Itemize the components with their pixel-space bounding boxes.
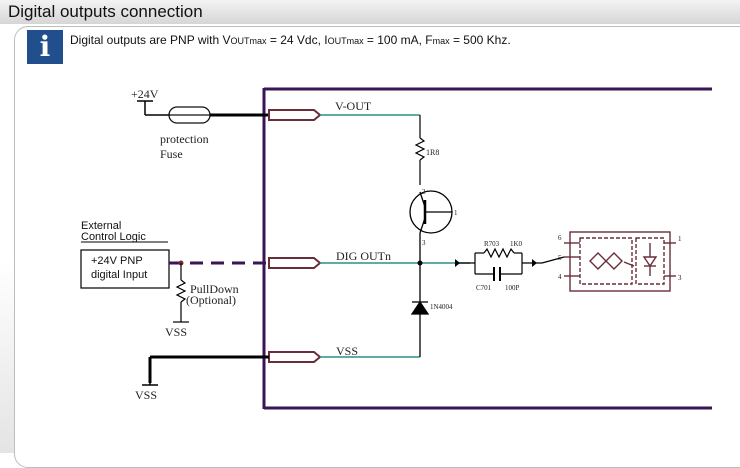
optocoupler (564, 231, 676, 292)
vss-connector (268, 351, 322, 363)
supply-24v (137, 100, 170, 116)
info-text-part: = 24 Vdc, I (266, 33, 328, 47)
supply-label: +24V (131, 87, 159, 101)
pulldown-label-2: (Optional) (186, 293, 236, 307)
opto-pin-6: 6 (558, 234, 562, 242)
vout-label: V-OUT (335, 99, 372, 113)
digout-label: DIG OUTn (336, 249, 391, 263)
vss-ground-label: VSS (135, 388, 157, 402)
info-subscript-fmax: max (432, 36, 450, 46)
panel-frame (14, 26, 740, 468)
info-text-part: = 100 mA, F (363, 33, 433, 47)
transistor (409, 190, 453, 262)
pin-3-label: 3 (422, 239, 426, 247)
fuse-label-2: Fuse (160, 147, 183, 161)
fuse-label-1: protection (160, 132, 209, 146)
external-label-2: Control Logic (81, 231, 146, 243)
external-label-1: External (81, 220, 121, 232)
pulldown-resistor (173, 263, 189, 323)
pnp-input-box (80, 249, 170, 289)
diode-1n4004 (410, 263, 430, 355)
info-text: Digital outputs are PNP with VOUTmax = 2… (70, 33, 511, 47)
rc-filter (455, 247, 542, 281)
pulldown-label-1: PullDown (190, 282, 239, 296)
ground-symbol (142, 374, 158, 386)
opto-pin-5: 5 (558, 254, 562, 262)
resistor-1r8 (414, 115, 426, 185)
opto-pin-1: 1 (678, 235, 682, 243)
info-subscript-iout: OUTmax (327, 36, 364, 46)
vout-connector (268, 109, 322, 121)
opto-wire (541, 256, 565, 264)
r703-label: R703 (484, 240, 500, 248)
fuse (168, 106, 211, 124)
c701-label: C701 (476, 284, 492, 292)
opto-pin-3: 3 (678, 274, 682, 282)
r703-value: 1K0 (510, 240, 523, 248)
schematic: +24V protection Fuse V-OUT 1R8 2 1 3 DIG… (80, 87, 712, 410)
diode-label: 1N4004 (430, 303, 453, 311)
c701-value: 100P (505, 284, 520, 292)
vss-pulldown-label: VSS (165, 325, 187, 339)
vss-line-label: VSS (336, 344, 358, 358)
info-text-part: = 500 Khz. (449, 33, 511, 47)
pnp-input-label-2: digital Input (91, 269, 147, 281)
digout-connector (268, 257, 322, 269)
drive-frame (262, 87, 712, 410)
pnp-input-label-1: +24V PNP (91, 255, 143, 267)
section-title: Digital outputs connection (8, 2, 203, 21)
pin-1-label: 1 (454, 209, 458, 217)
info-subscript-vout: OUTmax (230, 36, 267, 46)
info-text-part: Digital outputs are PNP with V (70, 33, 231, 47)
filter-arrows (455, 259, 537, 267)
opto-pin-4: 4 (558, 273, 562, 281)
pin-2-label: 2 (422, 188, 426, 196)
info-icon: i (27, 30, 63, 64)
resistor-1r8-label: 1R8 (426, 148, 439, 157)
ground-wire (148, 355, 269, 383)
